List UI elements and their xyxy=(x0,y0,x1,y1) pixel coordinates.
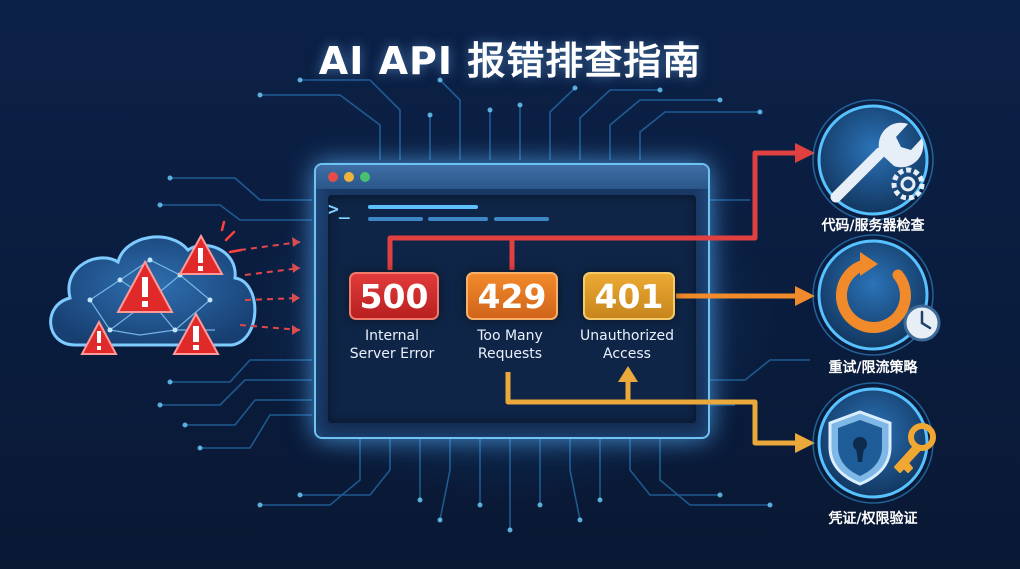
caption-line: Requests xyxy=(477,346,543,362)
arrow-429-to-credentials xyxy=(505,372,795,446)
error-badge-429: 429 xyxy=(466,272,558,320)
caption-line: Too Many xyxy=(477,328,543,344)
arrow-500-to-server-check xyxy=(387,150,795,270)
code-line xyxy=(368,205,478,209)
caption-line: Server Error xyxy=(349,346,435,362)
action-label-server-check: 代码/服务器检查 xyxy=(821,218,925,234)
caption-line: Unauthorized xyxy=(580,328,674,344)
caption-line: Access xyxy=(603,346,651,362)
error-badge-500: 500 xyxy=(349,272,439,320)
maximize-dot-icon xyxy=(360,172,370,182)
code-line xyxy=(494,217,549,221)
shield-key-icon xyxy=(812,382,936,504)
wrench-gear-icon xyxy=(812,99,934,221)
terminal-prompt-icon: >_ xyxy=(328,199,350,220)
error-badge-401: 401 xyxy=(583,272,675,320)
window-titlebar xyxy=(316,165,708,189)
retry-clock-icon xyxy=(812,234,941,356)
action-label-retry: 重试/限流策略 xyxy=(828,360,918,376)
error-caption-401: Unauthorized Access xyxy=(562,327,692,363)
action-label-credentials: 凭证/权限验证 xyxy=(828,511,918,527)
caption-line: Internal xyxy=(365,328,419,344)
error-caption-500: Internal Server Error xyxy=(327,327,457,363)
page-title: AI API 报错排查指南 xyxy=(318,39,702,83)
close-dot-icon xyxy=(328,172,338,182)
minimize-dot-icon xyxy=(344,172,354,182)
code-line xyxy=(368,217,423,221)
code-line xyxy=(428,217,488,221)
error-caption-429: Too Many Requests xyxy=(445,327,575,363)
